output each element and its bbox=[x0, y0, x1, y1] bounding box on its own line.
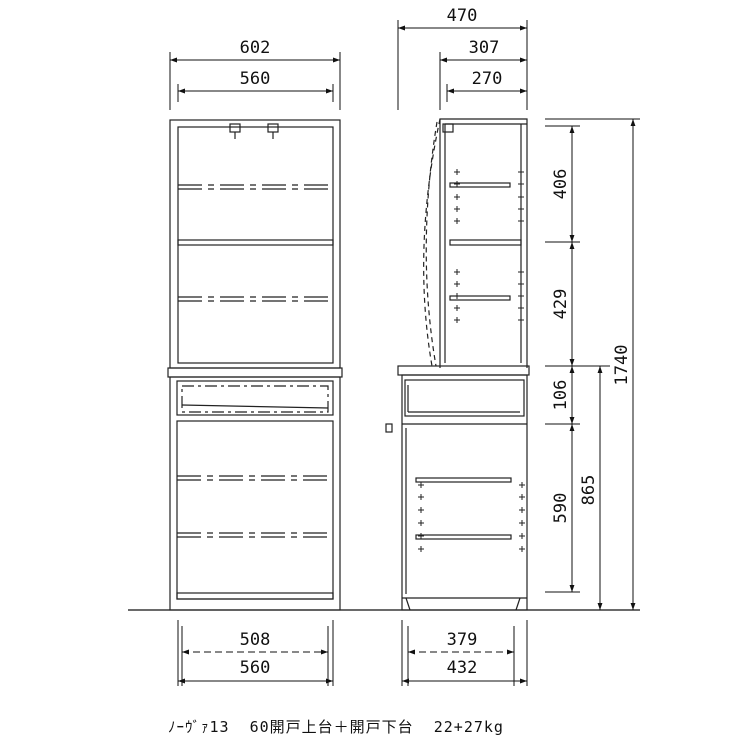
front-lower-shelf2 bbox=[177, 532, 333, 538]
product-caption: ﾉｰｳﾞｧ13 60開戸上台＋開戸下台 22+27kg bbox=[168, 718, 504, 736]
dim-label-432: 432 bbox=[447, 658, 478, 678]
side-upper-hook bbox=[442, 123, 454, 133]
front-plinth bbox=[176, 592, 334, 600]
dim-label-560-bottom: 560 bbox=[240, 658, 271, 678]
front-countertop bbox=[167, 367, 343, 378]
dim-label-307: 307 bbox=[469, 38, 500, 58]
dim-label-602: 602 bbox=[240, 38, 271, 58]
side-lower-shelf2 bbox=[415, 534, 512, 540]
side-upper-shelf1 bbox=[449, 182, 511, 188]
front-bracket-left bbox=[229, 123, 241, 133]
dim-label-270: 270 bbox=[472, 69, 503, 89]
dim-label-106: 106 bbox=[551, 380, 571, 411]
dim-label-406: 406 bbox=[551, 169, 571, 200]
front-upper-fixed-shelf bbox=[177, 239, 334, 246]
front-view bbox=[167, 119, 343, 611]
front-upper-shelf1 bbox=[178, 184, 333, 190]
side-countertop bbox=[397, 365, 530, 376]
shelf-pin-marks bbox=[418, 169, 525, 552]
dim-label-429: 429 bbox=[551, 289, 571, 320]
front-upper-shelf2 bbox=[178, 296, 333, 302]
side-view bbox=[385, 118, 530, 611]
side-lower-shelf1 bbox=[415, 477, 512, 483]
front-lower-door bbox=[176, 420, 334, 600]
dim-label-1740: 1740 bbox=[612, 345, 632, 386]
front-bracket-right bbox=[267, 123, 279, 133]
front-lower-outer bbox=[169, 376, 341, 611]
side-upper-body bbox=[439, 118, 528, 368]
dim-label-470: 470 bbox=[447, 6, 478, 26]
side-upper-fixed-shelf bbox=[449, 239, 522, 246]
side-drawer bbox=[404, 379, 525, 417]
dim-label-508: 508 bbox=[240, 630, 271, 650]
front-lower-shelf1 bbox=[177, 475, 333, 481]
dim-label-590: 590 bbox=[551, 493, 571, 524]
front-drawer-inner bbox=[181, 385, 329, 413]
side-door-swing bbox=[423, 118, 441, 367]
dim-label-865: 865 bbox=[579, 475, 599, 506]
side-door-handle bbox=[385, 423, 393, 433]
front-upper-outer bbox=[169, 119, 341, 369]
dim-label-379: 379 bbox=[447, 630, 478, 650]
side-upper-shelf2 bbox=[449, 295, 511, 301]
dim-label-560-top: 560 bbox=[240, 69, 271, 89]
front-drawer bbox=[176, 380, 334, 416]
side-lower-body bbox=[401, 374, 528, 611]
